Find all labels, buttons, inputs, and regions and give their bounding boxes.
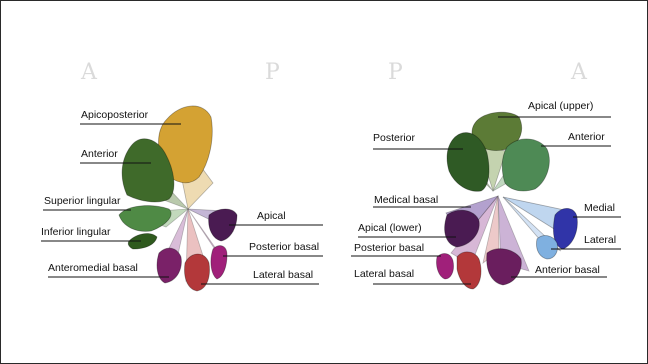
left-posterior-basal-segment — [211, 246, 227, 279]
label-anteromedial-basal: Anteromedial basal — [48, 262, 138, 274]
label-right-anterior: Anterior — [568, 131, 605, 143]
label-apical-lower: Apical (lower) — [358, 222, 422, 234]
label-superior-lingular: Superior lingular — [44, 195, 121, 207]
label-apicoposterior: Apicoposterior — [81, 109, 149, 121]
right-lung — [436, 112, 577, 289]
label-left-lateral-basal: Lateral basal — [253, 269, 313, 281]
right-lateral-segment — [536, 236, 557, 259]
label-left-apical: Apical — [257, 210, 286, 222]
label-right-lateral-basal: Lateral basal — [354, 268, 414, 280]
orientation-left-a: A — [80, 60, 98, 85]
orientation-left-p: P — [265, 60, 280, 85]
right-posterior-basal-segment — [436, 254, 453, 279]
label-anterior-basal: Anterior basal — [535, 264, 600, 276]
label-lateral: Lateral — [584, 234, 616, 246]
orientation-right-p: P — [388, 60, 403, 85]
label-left-anterior: Anterior — [81, 148, 118, 160]
right-anterior-basal-segment — [487, 249, 522, 285]
right-anterior-segment — [502, 139, 549, 191]
label-right-posterior-basal: Posterior basal — [354, 242, 424, 254]
label-right-posterior: Posterior — [373, 132, 416, 144]
left-superior-lingular-segment — [119, 206, 171, 232]
label-inferior-lingular: Inferior lingular — [41, 226, 111, 238]
label-medical-basal: Medical basal — [374, 194, 438, 206]
label-medial: Medial — [584, 202, 615, 214]
left-lateral-basal-segment — [185, 254, 210, 291]
right-lateral-basal-segment — [457, 252, 481, 289]
label-apical-upper: Apical (upper) — [528, 100, 593, 112]
label-left-posterior-basal: Posterior basal — [249, 241, 319, 253]
left-anteromedial-basal-segment — [157, 248, 181, 283]
orientation-right-a: A — [570, 60, 588, 85]
